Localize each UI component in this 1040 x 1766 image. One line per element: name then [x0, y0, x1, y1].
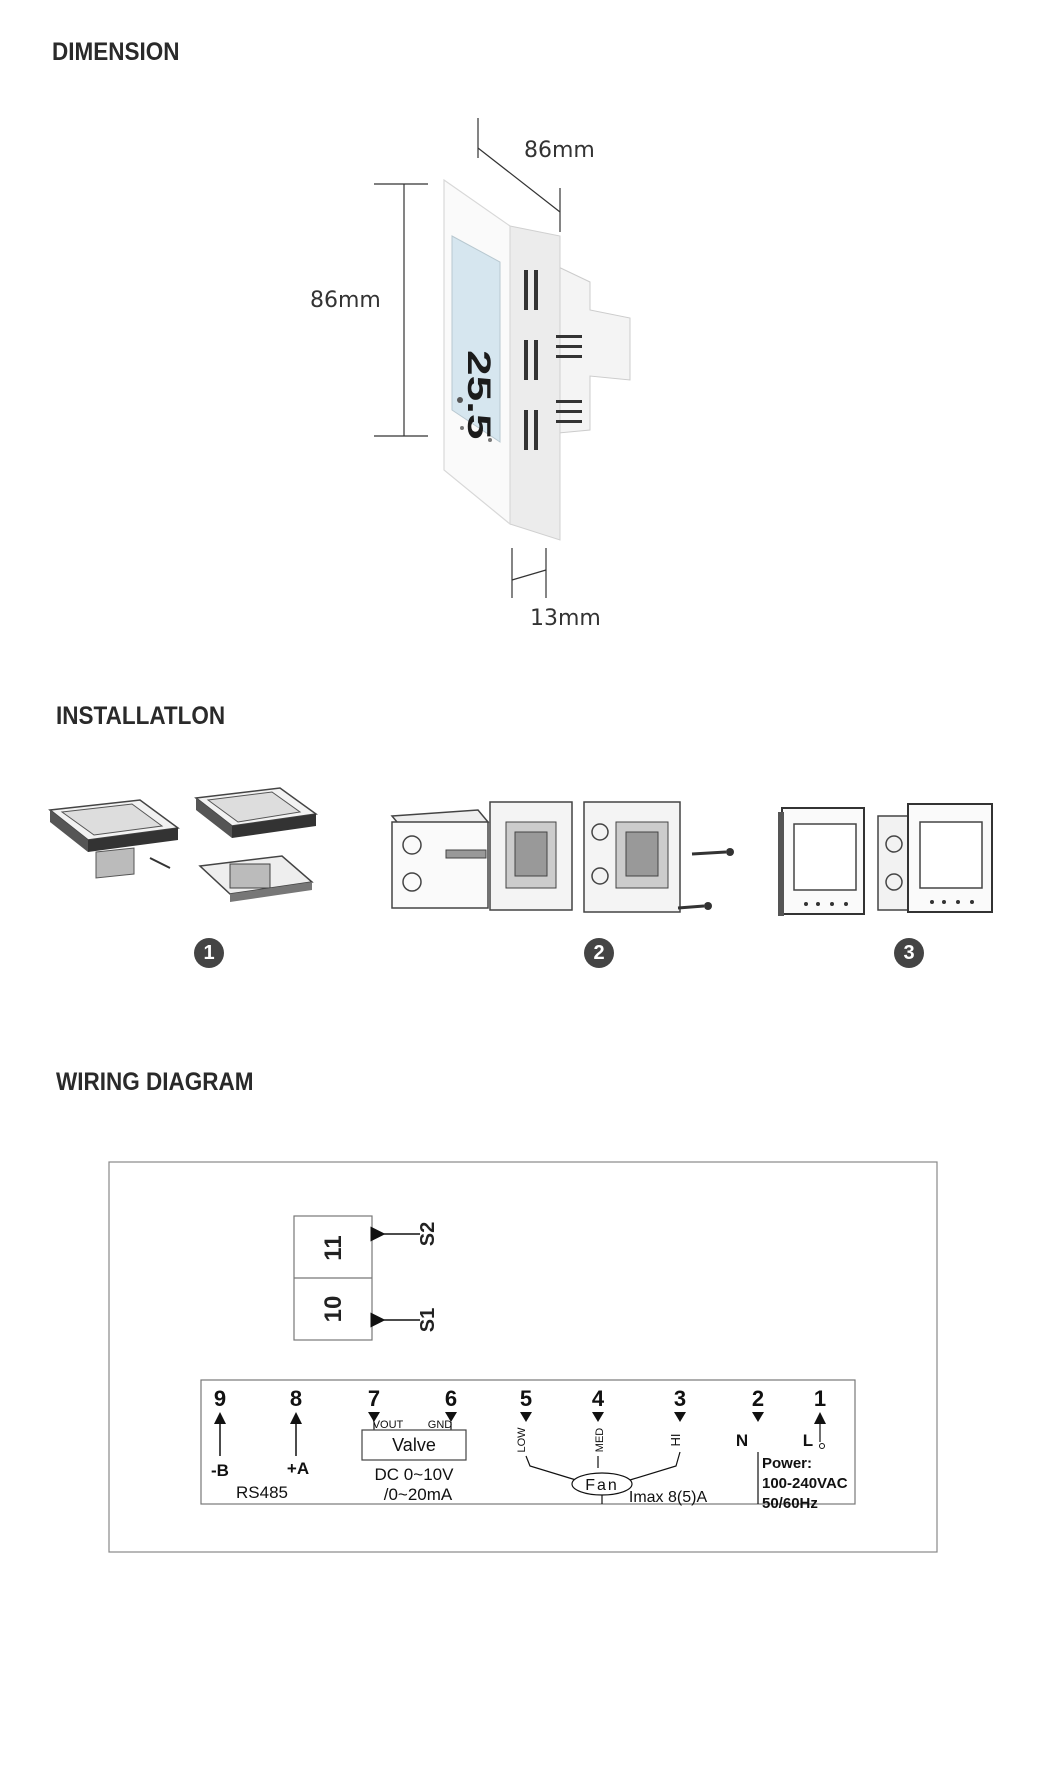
width-dimension-label: 86mm: [524, 138, 595, 163]
fan-label: Fan: [585, 1477, 619, 1494]
rs485-plus-a: +A: [287, 1459, 309, 1478]
rs485-label: RS485: [236, 1483, 288, 1502]
terminal-3: 3: [674, 1386, 686, 1411]
terminal-2: 2: [752, 1386, 764, 1411]
valve-signal-2: /0~20mA: [384, 1485, 453, 1504]
step-1-badge: 1: [194, 938, 224, 968]
installation-title: INSTALLATLON: [56, 702, 226, 730]
step3-illustration: [778, 803, 993, 916]
valve-gnd: GND: [428, 1419, 453, 1431]
rs485-minus-b: -B: [211, 1461, 229, 1480]
display-reading: 25.5: [461, 350, 497, 439]
installation-illustrations: [48, 787, 993, 916]
step2-illustration: [390, 801, 734, 913]
terminal-10: 10: [320, 1296, 347, 1323]
power-n: N: [736, 1431, 748, 1450]
terminal-4: 4: [592, 1386, 605, 1411]
valve-label: Valve: [392, 1435, 436, 1455]
height-dimension-label: 86mm: [310, 288, 381, 313]
terminal-6: 6: [445, 1386, 457, 1411]
depth-dimension-label: 13mm: [530, 606, 601, 631]
power-label: Power:: [762, 1455, 812, 1472]
fan-hi: HI: [668, 1434, 683, 1447]
wiring-frame: [108, 1161, 938, 1553]
thermostat-side-view: 25.5: [443, 178, 631, 541]
main-terminal-strip: 9 8 7 6 5 4 3 2 1 -B +A RS485 VOUT GND V…: [200, 1379, 856, 1512]
power-voltage: 100-240VAC: [762, 1475, 848, 1492]
valve-vout: VOUT: [373, 1419, 404, 1431]
power-l: L: [803, 1431, 813, 1450]
s1-label: S1: [417, 1308, 439, 1332]
valve-signal-1: DC 0~10V: [375, 1465, 455, 1484]
terminal-7: 7: [368, 1386, 380, 1411]
sensor-terminal-block: 11 10 S2 S1: [293, 1215, 439, 1341]
wiring-title: WIRING DIAGRAM: [56, 1068, 254, 1096]
terminal-8: 8: [290, 1386, 302, 1411]
step1-illustration: [48, 787, 318, 902]
fan-imax: Imax 8(5)A: [629, 1489, 708, 1506]
terminal-11: 11: [320, 1235, 347, 1260]
dimension-title: DIMENSION: [52, 38, 180, 66]
fan-med: MED: [594, 1428, 606, 1453]
s2-label: S2: [417, 1222, 439, 1246]
fan-low: LOW: [516, 1427, 528, 1453]
terminal-9: 9: [214, 1386, 226, 1411]
terminal-5: 5: [520, 1386, 532, 1411]
terminal-1: 1: [814, 1386, 826, 1411]
power-frequency: 50/60Hz: [762, 1495, 818, 1512]
dimension-drawing: 25.5: [374, 118, 631, 598]
step-2-badge: 2: [584, 938, 614, 968]
step-3-badge: 3: [894, 938, 924, 968]
